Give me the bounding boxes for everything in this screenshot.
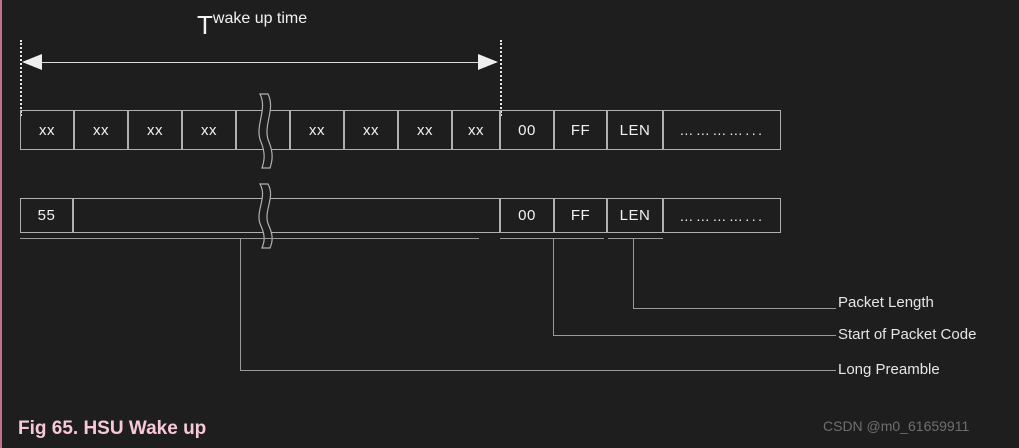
timing-subscript: wake up time (212, 10, 308, 27)
figure-watermark: CSDN @m0_61659911 (823, 418, 970, 434)
row1-cell-7: xx (398, 110, 452, 150)
callout-packet-length: Packet Length (838, 294, 934, 311)
row1-cell-len: LEN (607, 110, 663, 150)
timing-arrow-head-right (478, 54, 498, 70)
leader-long-preamble-underline (20, 238, 479, 239)
timing-arrow-head-left (22, 54, 42, 70)
row2-cell-ff: FF (554, 198, 607, 233)
row1-cell-8: xx (452, 110, 500, 150)
leader-packet-length-underline (608, 238, 663, 239)
dotted-guide-right (500, 40, 502, 116)
row1-cell-break (236, 110, 290, 150)
row2-cell-payload: …………... (663, 198, 781, 233)
row1-cell-5: xx (290, 110, 344, 150)
row2-cell-55: 55 (20, 198, 73, 233)
leader-packet-length-run (633, 308, 836, 309)
row2-cell-00: 00 (500, 198, 554, 233)
left-accent-bar (0, 0, 2, 448)
leader-long-preamble-drop (240, 238, 241, 370)
row1-cell-ff: FF (554, 110, 607, 150)
timing-symbol: T (197, 10, 213, 40)
callout-long-preamble: Long Preamble (838, 361, 940, 378)
row2-cell-len: LEN (607, 198, 663, 233)
wake-up-time-label: Twake up time (197, 10, 307, 41)
row1-cell-0: xx (20, 110, 74, 150)
leader-start-of-packet-run (553, 335, 836, 336)
row1-cell-00: 00 (500, 110, 554, 150)
row1-cell-1: xx (74, 110, 128, 150)
leader-start-of-packet-drop (553, 238, 554, 335)
figure-caption: Fig 65. HSU Wake up (18, 418, 207, 439)
row1-cell-2: xx (128, 110, 182, 150)
row1-cell-payload: …………... (663, 110, 781, 150)
dotted-guide-left (20, 40, 22, 116)
leader-long-preamble-run (240, 370, 836, 371)
row1-cell-3: xx (182, 110, 236, 150)
row2-cell-preamble-run (73, 198, 500, 233)
row1-cell-6: xx (344, 110, 398, 150)
callout-start-of-packet-code: Start of Packet Code (838, 326, 977, 343)
leader-start-of-packet-underline (500, 238, 604, 239)
timing-arrow-line (26, 62, 496, 63)
leader-packet-length-drop (633, 238, 634, 308)
